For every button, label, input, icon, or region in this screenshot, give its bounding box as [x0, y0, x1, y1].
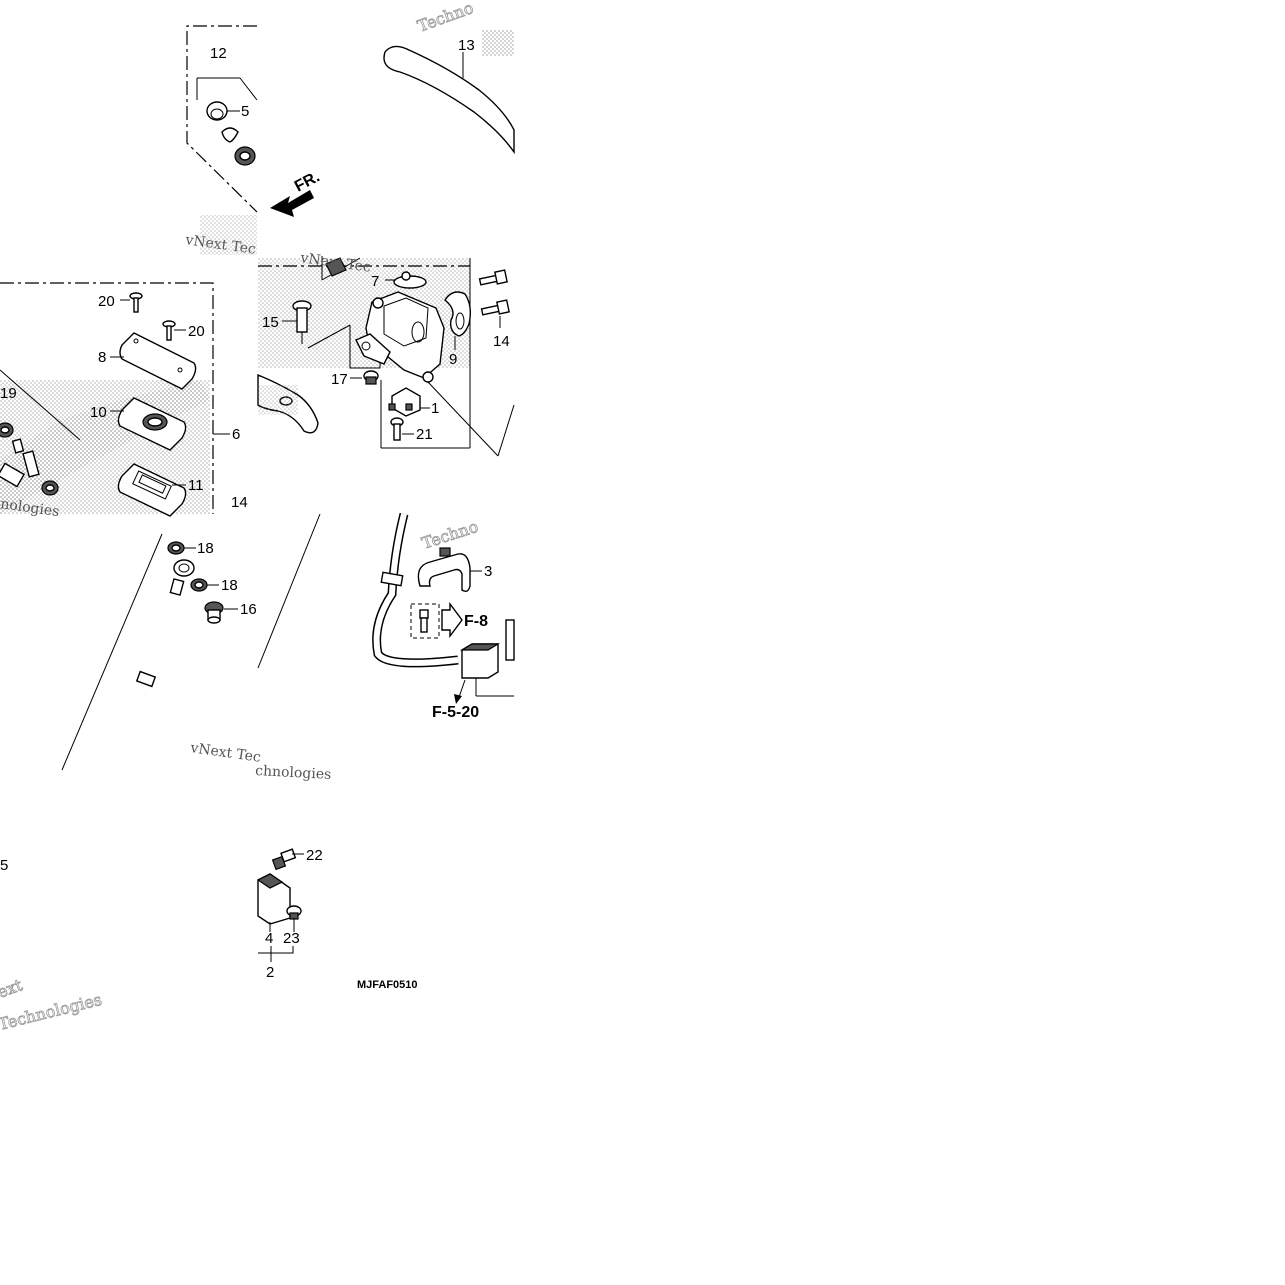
callout-10: 10: [90, 404, 107, 421]
tile-brake-hose: 18 18 16 vNext Tec chnologies: [61, 513, 332, 783]
callout-5b: 5: [0, 857, 8, 874]
callout-18a: 18: [197, 540, 214, 557]
arrow-ref-f8-icon: [441, 601, 463, 639]
watermark-7: ext: [0, 975, 25, 1002]
screw-part-21: [390, 417, 414, 441]
callout-3: 3: [484, 563, 492, 580]
bolt-ref: [419, 609, 429, 633]
watermark-8: chnologies: [255, 763, 332, 783]
callout-7: 7: [371, 273, 379, 290]
callout-12: 12: [210, 45, 227, 62]
stop-switch-1: [388, 387, 430, 417]
clip-washer: [221, 127, 239, 143]
callout-6: 6: [232, 426, 240, 443]
diagram-code: MJFAF0510: [357, 979, 418, 991]
reservoir-cap-8: [119, 332, 197, 390]
callout-1: 1: [431, 400, 439, 417]
callout-9: 9: [449, 351, 457, 368]
hose-clamp-3: [417, 553, 471, 593]
bolt-part-22: [271, 848, 304, 871]
callout-14a: 14: [493, 333, 510, 350]
screw-part-23: [286, 905, 302, 932]
callout-17: 17: [331, 371, 348, 388]
ref-f5-20: F-5-20: [432, 704, 479, 721]
watermark-1: Techno: [415, 0, 476, 36]
bolt-part-14a: [478, 269, 508, 286]
callout-8: 8: [98, 349, 106, 366]
callout-20a: 20: [98, 293, 115, 310]
callout-4: 4: [265, 930, 273, 947]
tile-bracket-group: 5 22 4 23 2 MJFAF0510 ext Technologies: [0, 847, 418, 1034]
tile-reservoir-cap-group: 20 20 8 10 11 6 14 19: [0, 282, 248, 520]
collar-part-5: [206, 101, 240, 121]
callout-20b: 20: [188, 323, 205, 340]
screw-part-20a: [120, 292, 143, 313]
clip-part-7: [385, 271, 427, 289]
callout-18b: 18: [221, 577, 238, 594]
screw-part-20b: [162, 320, 186, 341]
diaphragm-11: [117, 463, 187, 517]
callout-11: 11: [188, 477, 204, 494]
callout-19: 19: [0, 385, 17, 402]
pivot-bolt-15: [282, 300, 312, 344]
tile-master-cylinder: 7 9 14 15: [257, 250, 515, 457]
callout-21: 21: [416, 426, 433, 443]
nut-part-17: [350, 370, 379, 385]
bolt-part-14b: [480, 299, 510, 328]
watermark-5: vNext Tec: [188, 740, 261, 766]
ref-f8: F-8: [464, 613, 488, 630]
callout-5: 5: [241, 103, 249, 120]
callout-15: 15: [262, 314, 279, 331]
tile-hose-routing: 3 F-8 F-5-20 Techno: [372, 512, 515, 721]
callout-13: 13: [458, 37, 475, 54]
callout-2: 2: [266, 964, 274, 981]
callout-16: 16: [240, 601, 257, 618]
callout-23: 23: [283, 930, 300, 947]
tile-lever-pivot-group: 12 5 FR. Techno vNext Tec 13: [183, 0, 515, 258]
callout-22: 22: [306, 847, 323, 864]
callout-14b: 14: [231, 494, 248, 511]
brake-lever-13: [383, 45, 515, 155]
front-indicator: FR.: [292, 168, 323, 195]
banjo-bolt-16: [204, 601, 238, 624]
front-arrow-icon: [270, 190, 314, 217]
